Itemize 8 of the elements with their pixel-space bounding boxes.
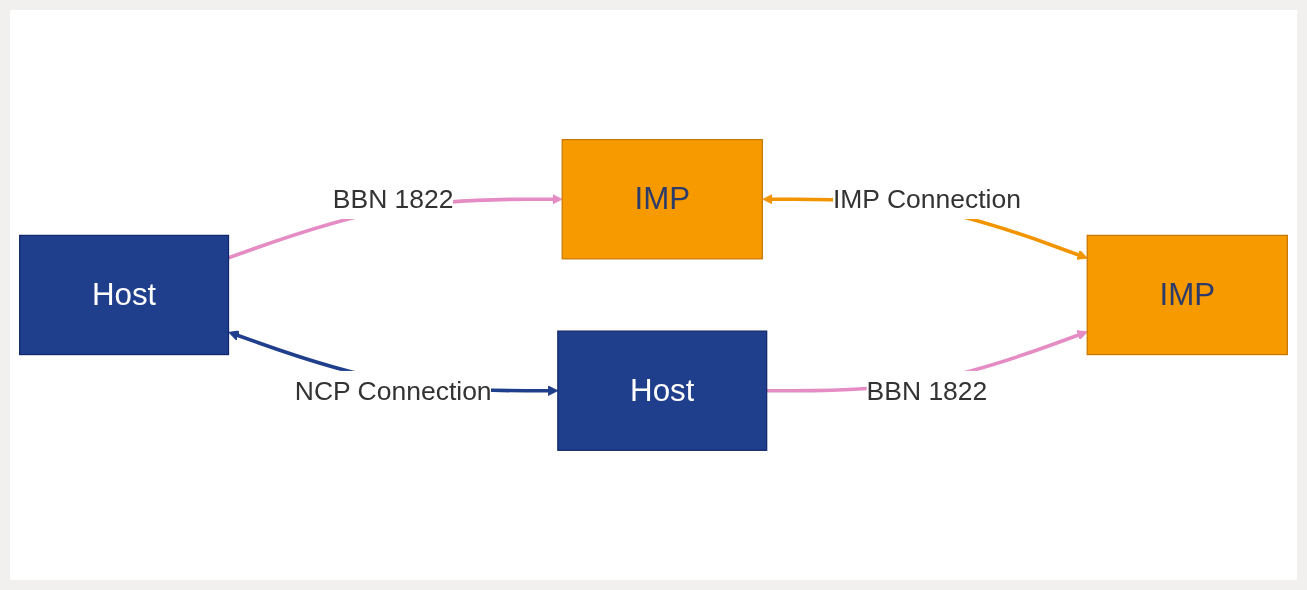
edge-label: BBN 1822 <box>332 184 454 215</box>
edge-label: IMP Connection <box>832 184 1021 215</box>
node-box: Host <box>557 330 768 451</box>
edge-label: NCP Connection <box>294 375 492 406</box>
node-box: IMP <box>561 139 763 260</box>
node-box: Host <box>19 234 230 356</box>
edge-label: BBN 1822 <box>866 375 988 406</box>
node-box: IMP <box>1086 234 1288 356</box>
